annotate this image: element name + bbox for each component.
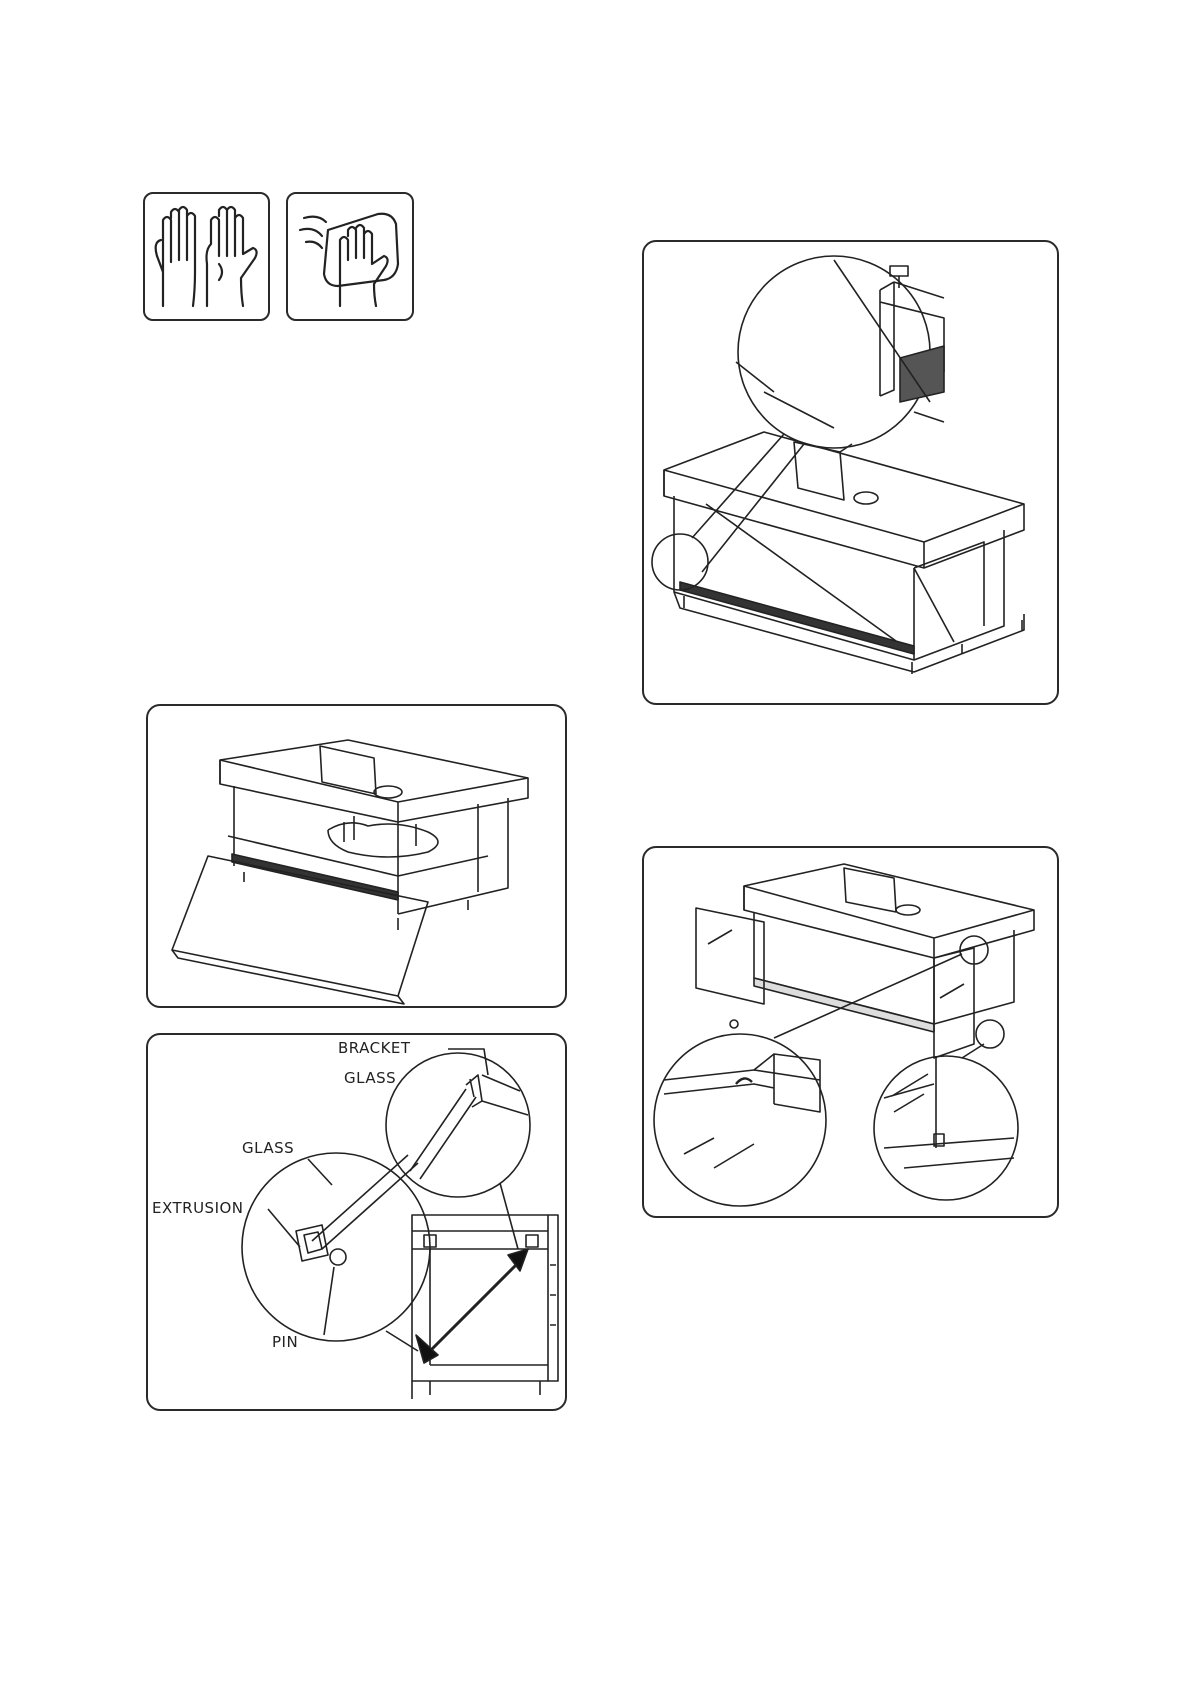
pin-label: PIN	[272, 1333, 298, 1351]
glass-top-label: GLASS	[344, 1069, 396, 1087]
extrusion-label: EXTRUSION	[152, 1199, 244, 1217]
gloves-icon	[145, 194, 272, 323]
cleaning-icon-box	[286, 192, 414, 321]
figure-glass-stop-removal	[642, 240, 1059, 705]
cleaning-cloth-icon	[288, 194, 416, 323]
figure-front-glass-removal	[146, 704, 567, 1008]
fireplace-drawing	[644, 242, 1059, 705]
bracket-label: BRACKET	[338, 1039, 411, 1057]
gloves-icon-box	[143, 192, 270, 321]
figure-side-glass-removal	[642, 846, 1059, 1218]
fireplace-glass-removal-drawing	[148, 706, 567, 1008]
glass-detail-drawing	[148, 1035, 567, 1411]
side-glass-drawing	[644, 848, 1059, 1218]
figure-glass-detail: BRACKET GLASS GLASS EXTRUSION PIN	[146, 1033, 567, 1411]
glass-left-label: GLASS	[242, 1139, 294, 1157]
